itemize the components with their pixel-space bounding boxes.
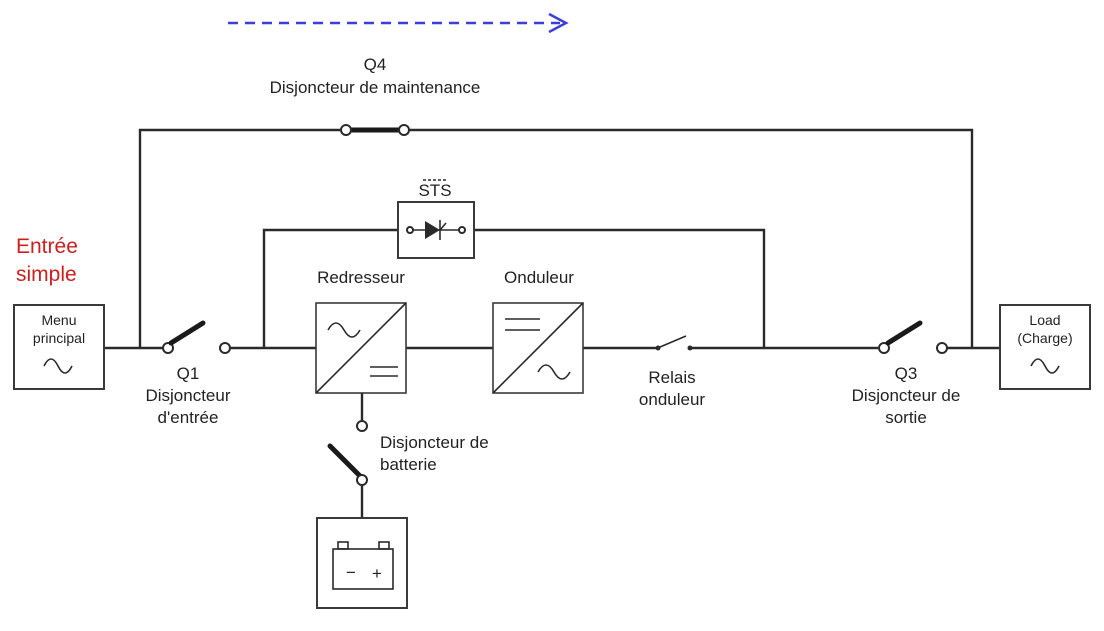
sts-switch: [397, 201, 475, 259]
source-line1: Menu: [41, 312, 76, 328]
q4-name: Disjoncteur de maintenance: [270, 78, 481, 97]
load-line2: (Charge): [1017, 330, 1072, 346]
q3-id: Q3: [895, 364, 918, 383]
q1-line2: d'entrée: [158, 408, 219, 427]
q4-id: Q4: [364, 55, 387, 74]
battery-block: − +: [316, 517, 408, 609]
inverter-block: [492, 302, 584, 394]
battery-breaker-line1: Disjoncteur de: [380, 433, 489, 452]
sine-wave-icon: [1030, 358, 1060, 374]
q1-id: Q1: [177, 364, 200, 383]
inverter-relay: [655, 335, 693, 351]
rectifier-block: [315, 302, 407, 394]
source-line2: principal: [33, 330, 85, 346]
q3-line2: sortie: [885, 408, 927, 427]
load-line1: Load: [1029, 312, 1060, 328]
relay-line2: onduleur: [639, 390, 706, 409]
battery-plus: +: [372, 564, 382, 583]
battery-breaker-line2: batterie: [380, 455, 437, 474]
thyristor-icon: [425, 221, 440, 239]
battery-minus: −: [346, 563, 356, 582]
sts-label: STS: [418, 181, 451, 200]
main-source-box: Menu principal: [13, 304, 105, 390]
title-line2: simple: [16, 263, 77, 286]
inverter-label: Onduleur: [504, 268, 574, 287]
rectifier-label: Redresseur: [317, 268, 405, 287]
battery-icon: [332, 548, 394, 590]
ac-wave-icon: [537, 364, 571, 380]
load-box: Load (Charge): [999, 304, 1091, 390]
sine-wave-icon: [43, 358, 73, 374]
ac-wave-icon: [327, 322, 361, 338]
q1-line1: Disjoncteur: [145, 386, 230, 405]
q1-input-breaker: [162, 320, 231, 354]
relay-line1: Relais: [648, 368, 695, 387]
title-line1: Entrée: [16, 235, 78, 258]
q3-line1: Disjoncteur de: [852, 386, 961, 405]
flow-arrow: [228, 12, 569, 34]
q3-output-breaker: [878, 320, 948, 354]
maintenance-bypass-line: [138, 124, 974, 348]
